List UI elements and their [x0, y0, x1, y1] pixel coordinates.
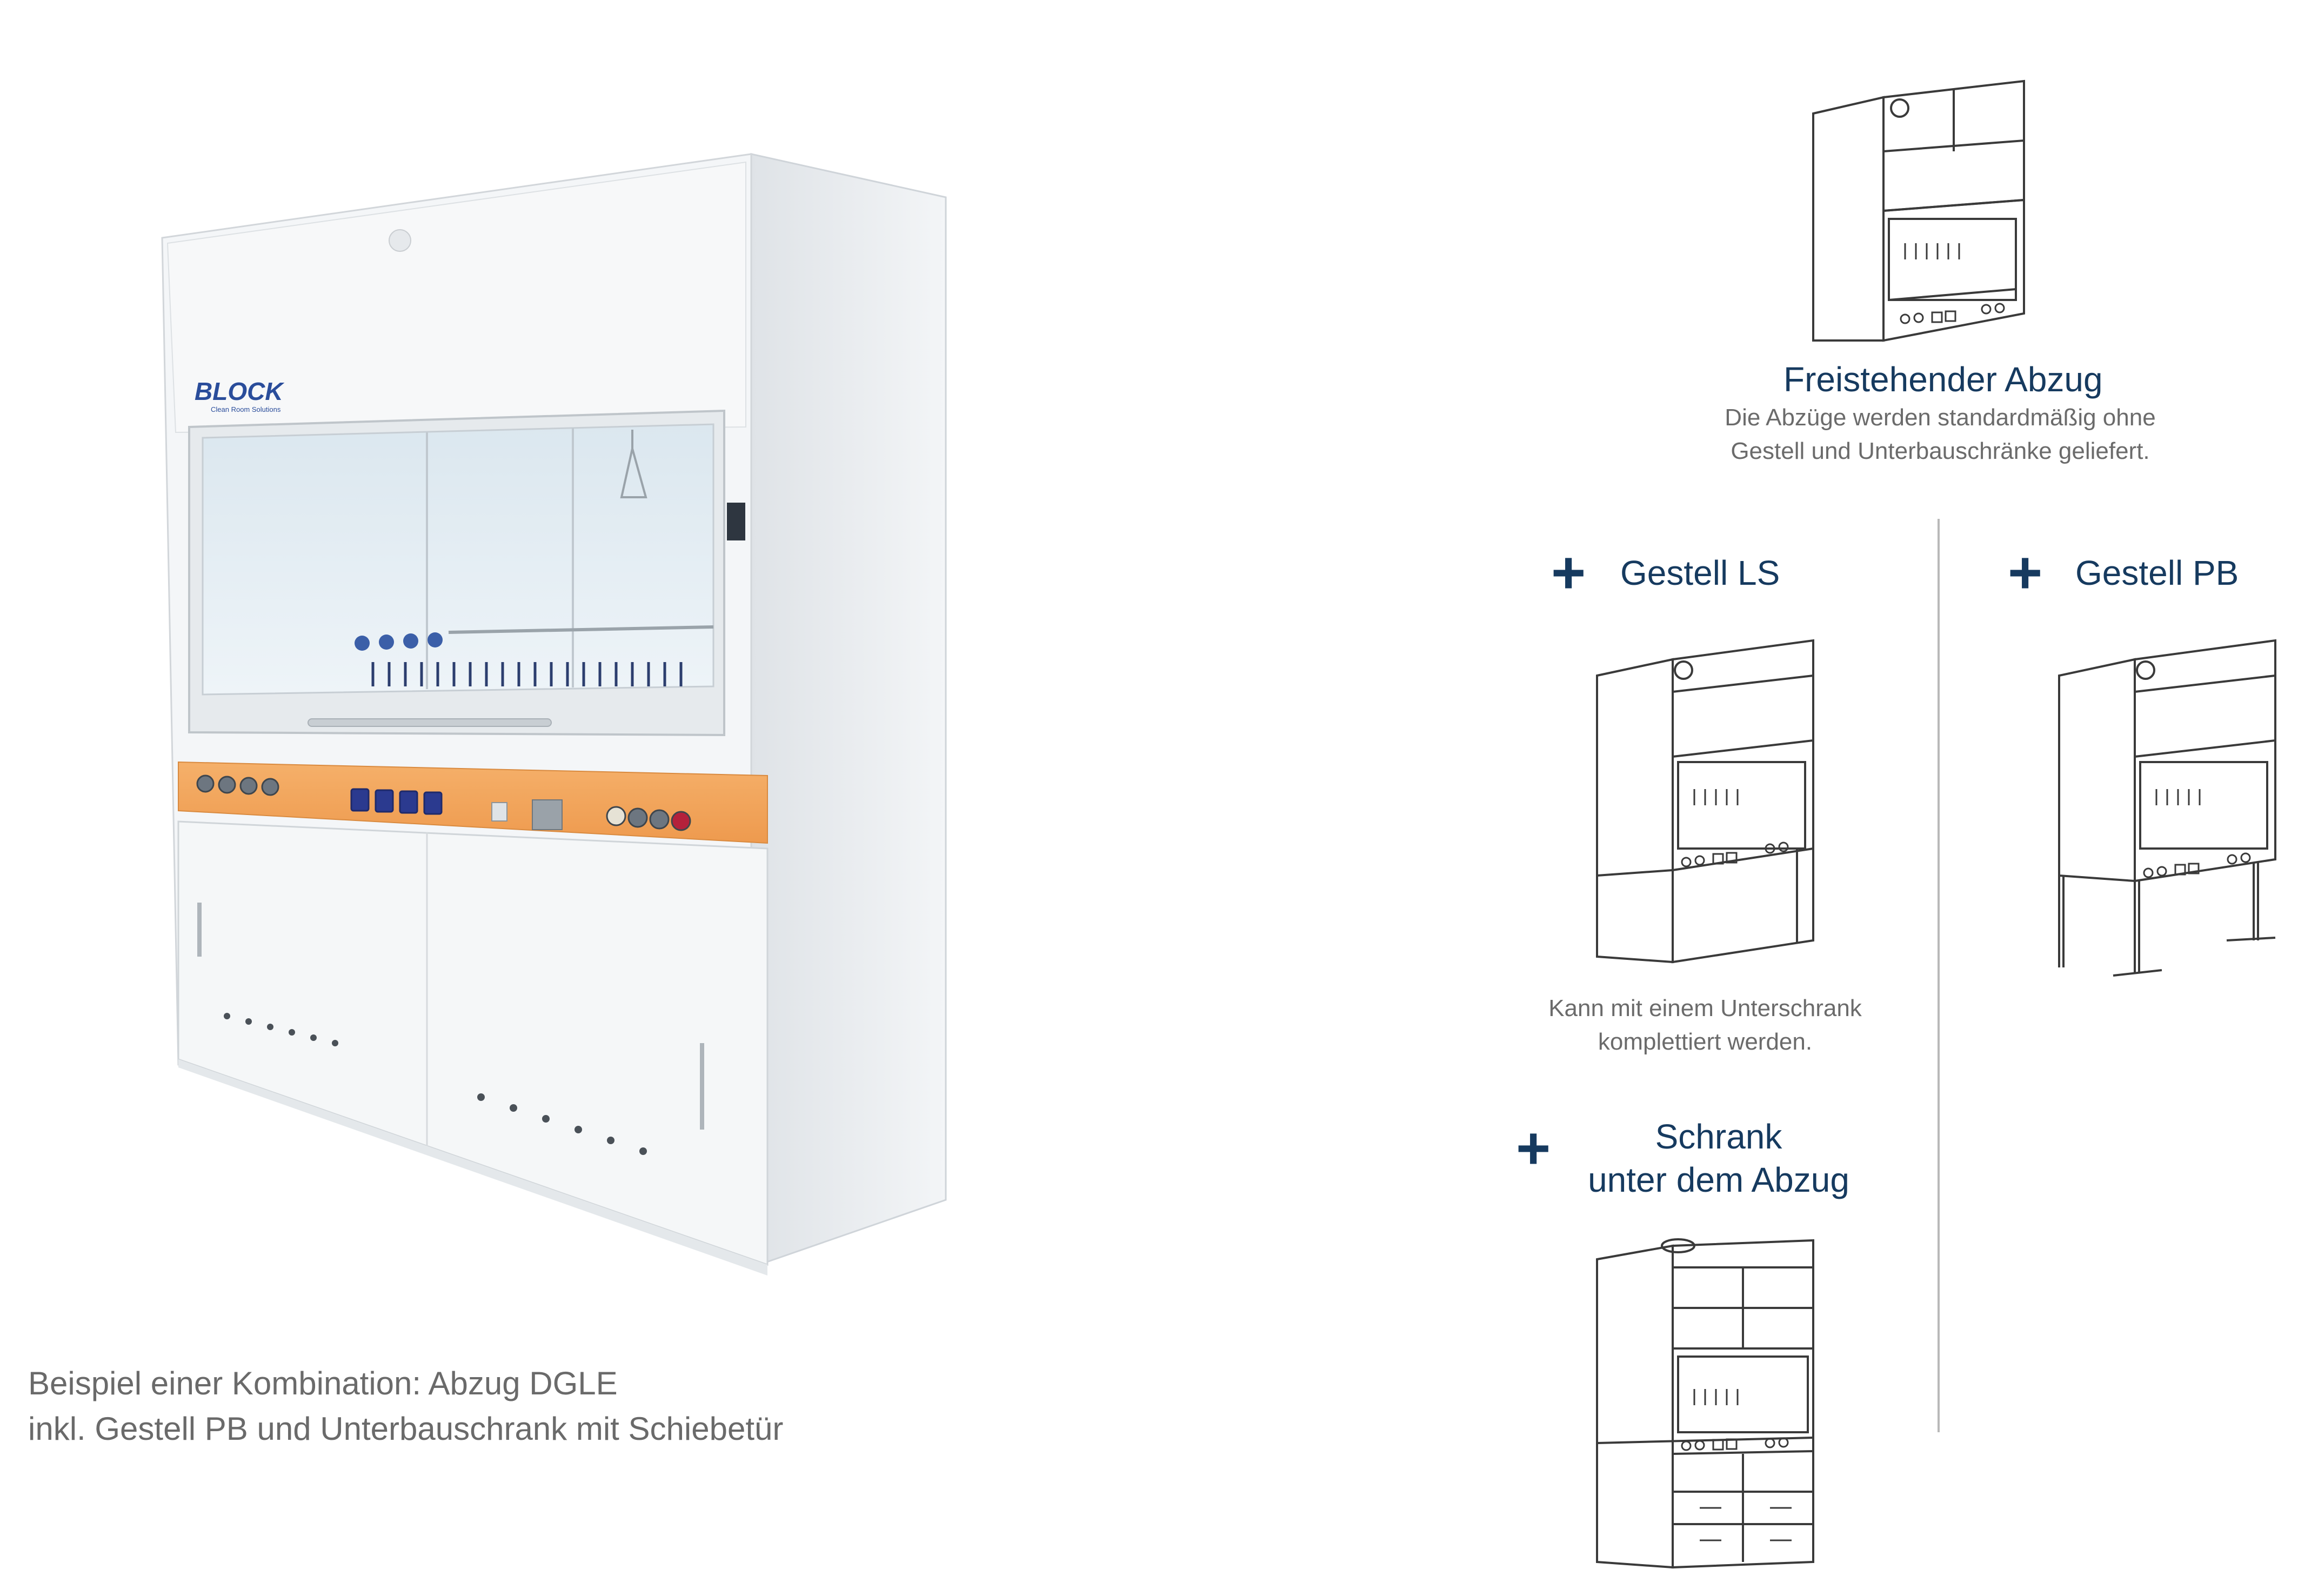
- svg-text:Clean Room Solutions: Clean Room Solutions: [211, 405, 281, 413]
- gestell-ls-desc-line-2: komplettiert werden.: [1598, 1029, 1813, 1055]
- brand-logo: BLOCK Clean Room Solutions: [195, 377, 284, 413]
- schrank-sketch: [1592, 1238, 1819, 1573]
- caption-line-2: inkl. Gestell PB und Unterbauschrank mit…: [28, 1411, 784, 1447]
- schrank-title-line-1: Schrank: [1655, 1117, 1782, 1156]
- freestanding-title: Freistehender Abzug: [1783, 360, 2103, 399]
- plus-icon: +: [1551, 539, 1586, 606]
- freestanding-hood-sketch: [1802, 65, 2046, 346]
- fume-hood-photo: BLOCK Clean Room Solutions: [146, 146, 957, 1308]
- gestell-ls-desc-line-1: Kann mit einem Unterschrank: [1548, 995, 1862, 1021]
- gestell-pb-title: Gestell PB: [2075, 553, 2239, 592]
- gestell-ls-title: Gestell LS: [1620, 553, 1780, 592]
- plus-icon: +: [2008, 539, 2043, 606]
- column-divider: [1938, 519, 1940, 1432]
- gestell-ls-description: Kann mit einem Unterschrank komplettiert…: [1497, 992, 1913, 1059]
- svg-text:BLOCK: BLOCK: [195, 377, 284, 405]
- plus-icon: +: [1516, 1115, 1551, 1181]
- schrank-title-line-2: unter dem Abzug: [1588, 1160, 1849, 1199]
- caption-line-1: Beispiel einer Kombination: Abzug DGLE: [28, 1365, 618, 1401]
- gestell-ls-sketch: [1592, 616, 1819, 967]
- freestanding-desc-line-2: Gestell und Unterbauschränke geliefert.: [1731, 438, 2150, 464]
- photo-caption: Beispiel einer Kombination: Abzug DGLE i…: [28, 1361, 783, 1452]
- freestanding-desc-line-1: Die Abzüge werden standardmäßig ohne: [1725, 404, 2156, 431]
- freestanding-description: Die Abzüge werden standardmäßig ohne Ges…: [1686, 401, 2194, 468]
- schrank-title: Schrank unter dem Abzug: [1557, 1115, 1881, 1201]
- gestell-pb-sketch: [2054, 616, 2281, 984]
